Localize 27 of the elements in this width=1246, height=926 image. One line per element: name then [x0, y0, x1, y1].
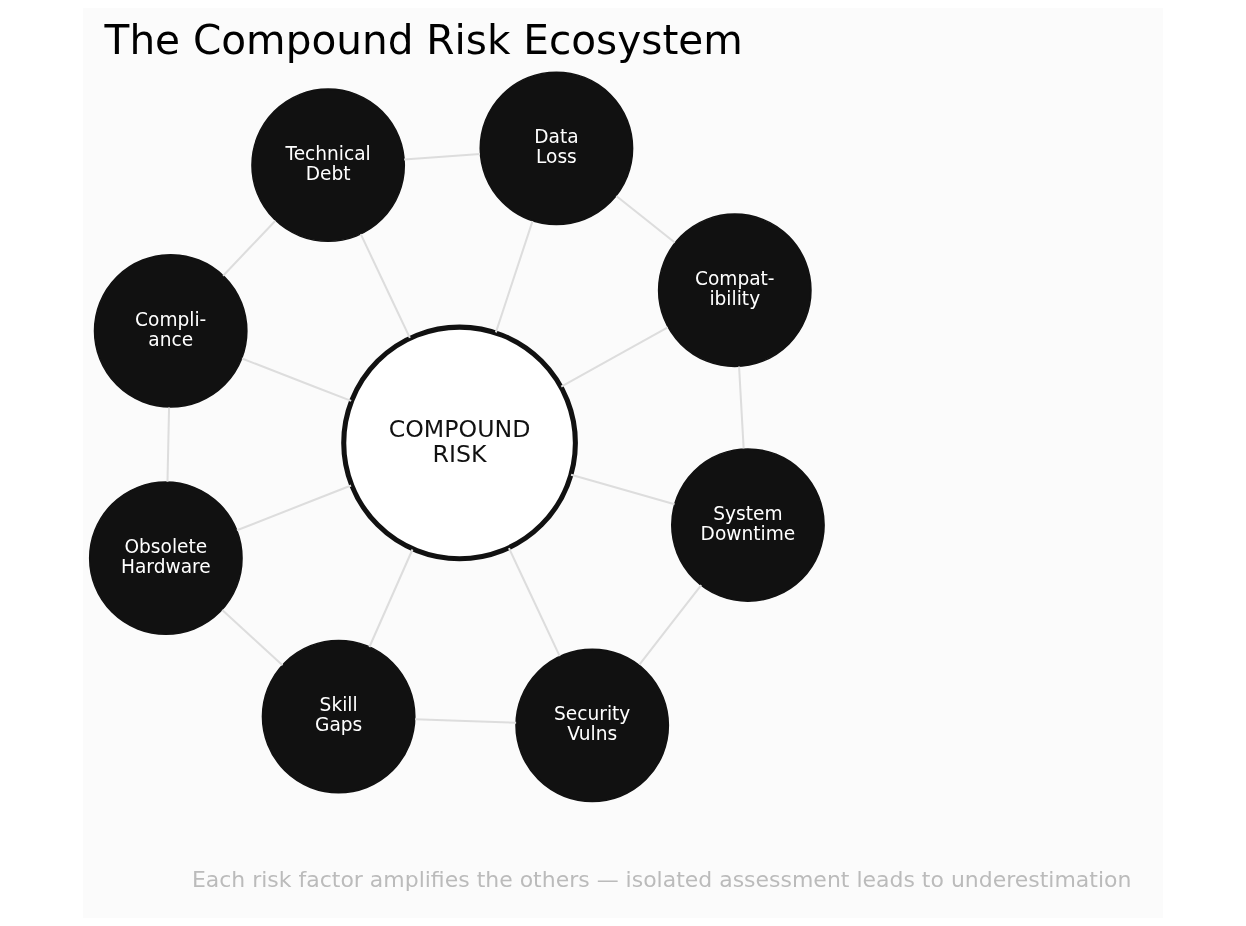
- diagram-title: The Compound Risk Ecosystem: [104, 16, 743, 65]
- connector: [368, 549, 414, 648]
- connector: [241, 357, 352, 402]
- node-circle: Data Loss: [479, 71, 634, 226]
- connector: [359, 233, 411, 339]
- node-circle: Skill Gaps: [261, 639, 416, 794]
- node-circle: Compli- ance: [93, 253, 248, 408]
- connector: [560, 326, 669, 388]
- node-circle: COMPOUND RISK: [341, 324, 578, 562]
- connector: [221, 609, 284, 666]
- connector: [508, 547, 561, 657]
- connector: [738, 366, 745, 449]
- connector: [638, 584, 703, 666]
- connector: [222, 220, 277, 277]
- node-circle: Obsolete Hardware: [88, 481, 243, 636]
- connector: [615, 195, 676, 244]
- caption: Each risk factor amplifies the others — isolated assessment leads to underestimation: [191, 866, 1132, 892]
- connector: [570, 473, 675, 506]
- node-circle: System Downtime: [671, 448, 825, 603]
- node-circle: Compat- ibility: [657, 213, 812, 368]
- connector: [236, 484, 352, 532]
- connector: [166, 407, 171, 482]
- connector: [494, 220, 534, 333]
- connector: [415, 718, 517, 724]
- connector: [404, 152, 481, 161]
- node-circle: Technical Debt: [251, 88, 406, 243]
- node-circle: Security Vulns: [515, 648, 670, 803]
